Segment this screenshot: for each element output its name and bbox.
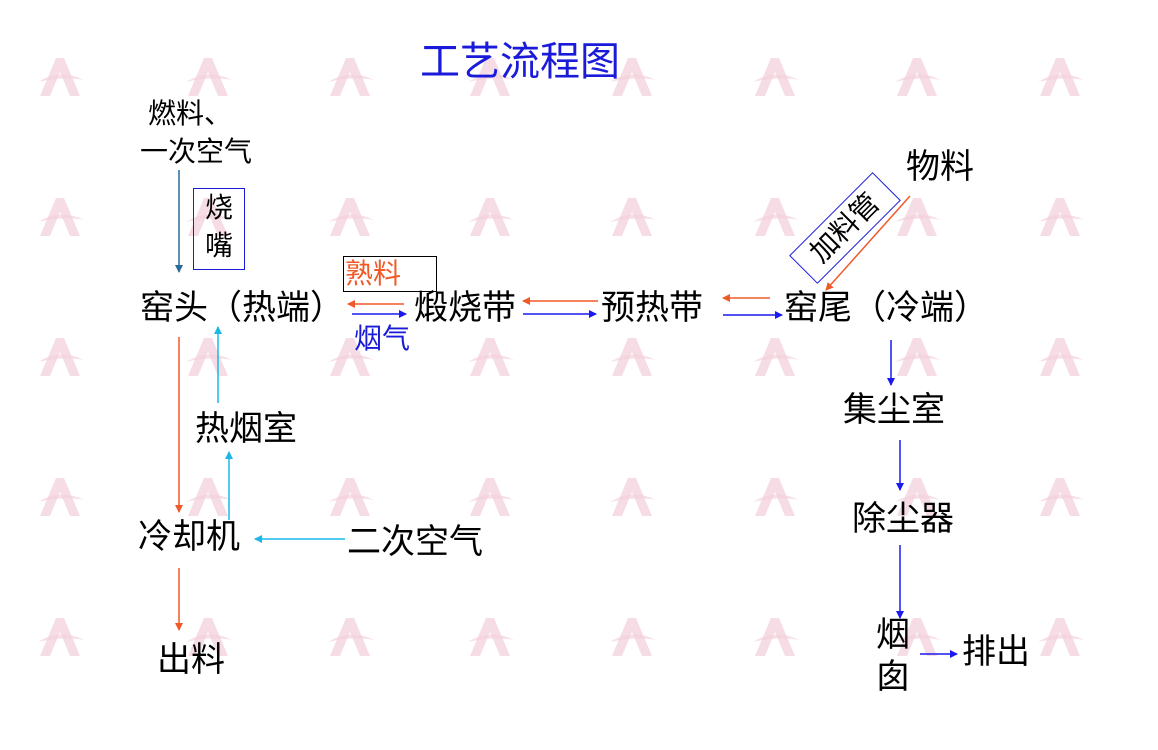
label-fuel: 燃料、 (148, 97, 233, 130)
asl-logo-icon (328, 198, 374, 236)
node-kiln-head: 窑头（热端） (140, 288, 344, 328)
node-chimney-2: 囱 (876, 657, 910, 697)
asl-logo-icon (468, 338, 514, 376)
asl-logo-icon (468, 478, 514, 516)
asl-logo-icon (468, 198, 514, 236)
node-hot-flue-chamber: 热烟室 (195, 409, 297, 449)
asl-logo-icon (895, 58, 941, 96)
asl-logo-icon (186, 198, 232, 236)
asl-logo-icon (610, 198, 656, 236)
asl-logo-icon (753, 198, 799, 236)
asl-logo-icon (1038, 198, 1084, 236)
asl-logo-icon (328, 478, 374, 516)
label-burner-2: 嘴 (205, 229, 234, 262)
node-kiln-tail: 窑尾（冷端） (784, 288, 988, 328)
node-cooler: 冷却机 (138, 517, 240, 557)
node-dust-collector: 除尘器 (852, 499, 954, 539)
asl-logo-icon (38, 58, 84, 96)
asl-logo-icon (38, 338, 84, 376)
page-title: 工艺流程图 (420, 39, 620, 85)
asl-logo-icon (186, 478, 232, 516)
label-burner-1: 烧 (205, 191, 234, 224)
node-material: 物料 (906, 147, 974, 187)
node-chimney-1: 烟 (876, 615, 910, 655)
asl-logo-icon (895, 478, 941, 516)
asl-logo-icon (38, 198, 84, 236)
asl-logo-icon (753, 338, 799, 376)
node-discharge: 出料 (157, 640, 225, 680)
asl-logo-icon (753, 58, 799, 96)
asl-logo-icon (610, 478, 656, 516)
asl-logo-icon (328, 338, 374, 376)
label-primary-air: 一次空气 (140, 135, 253, 168)
asl-logo-icon (1038, 58, 1084, 96)
asl-logo-icon (610, 58, 656, 96)
node-secondary-air: 二次空气 (347, 522, 483, 562)
asl-logo-icon (328, 58, 374, 96)
asl-logo-icon (895, 198, 941, 236)
asl-logo-icon (753, 618, 799, 656)
asl-logo-icon (1038, 618, 1084, 656)
asl-logo-icon (468, 618, 514, 656)
asl-logo-icon (468, 58, 514, 96)
node-preheating-zone: 预热带 (601, 288, 703, 328)
clinker-box (343, 256, 437, 292)
asl-logo-icon (1038, 338, 1084, 376)
asl-logo-icon (895, 618, 941, 656)
asl-logo-icon (753, 478, 799, 516)
arrow-material-feed (825, 195, 911, 291)
node-dust-chamber: 集尘室 (843, 390, 945, 430)
label-clinker: 熟料 (345, 257, 402, 290)
asl-logo-icon (186, 58, 232, 96)
node-calcining-zone: 煅烧带 (414, 288, 516, 328)
node-exhaust: 排出 (962, 632, 1030, 672)
asl-logo-icon (38, 618, 84, 656)
asl-logo-icon (38, 478, 84, 516)
asl-logo-icon (328, 618, 374, 656)
asl-logo-icon (610, 618, 656, 656)
asl-logo-icon (895, 338, 941, 376)
burner-box (193, 188, 245, 270)
asl-logo-icon (610, 338, 656, 376)
label-flue-gas: 烟气 (354, 322, 411, 355)
asl-logo-icon (1038, 478, 1084, 516)
asl-logo-icon (186, 618, 232, 656)
